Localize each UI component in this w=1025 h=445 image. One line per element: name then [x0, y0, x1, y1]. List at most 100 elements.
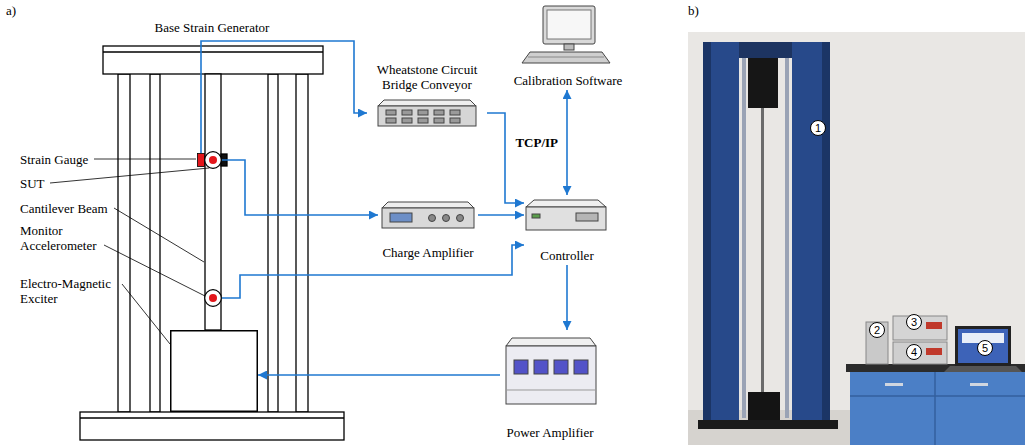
photo-base — [698, 420, 838, 429]
panel-label: b) — [688, 3, 699, 18]
photo-exciter — [748, 392, 780, 420]
photo-laptop-base — [944, 366, 1022, 372]
leader-line — [104, 245, 205, 296]
photo-rod — [785, 58, 789, 418]
node-label: Monitor Accelerometer — [20, 223, 108, 253]
photo-cabinet — [850, 372, 1025, 445]
photo-column — [703, 42, 739, 424]
signal-connector — [487, 113, 524, 203]
test-rig-photo — [688, 32, 1025, 445]
sensor-ring — [205, 152, 222, 169]
connector-label-box: TCP/IP — [513, 135, 560, 150]
calibration-software: Calibration Software — [508, 4, 628, 90]
power-amp-button — [574, 360, 588, 374]
charge-amplifier: Charge Amplifier — [378, 196, 478, 262]
conveyor-port — [450, 110, 460, 115]
photo-column — [792, 42, 830, 424]
leader-line — [94, 159, 196, 160]
conveyor-port — [402, 110, 412, 115]
node-label: Electro-Magnetic Exciter — [20, 276, 126, 306]
controller-front — [526, 207, 606, 230]
node-label: Strain Gauge — [20, 152, 104, 167]
callout-number-box: 2 — [869, 322, 885, 338]
photo-handle — [970, 383, 988, 386]
connectors — [201, 41, 567, 375]
photo-column-shade — [822, 42, 830, 424]
part-label: Cantilever Beam — [20, 201, 108, 216]
exciter-box: Electro-Magnetic Exciter — [170, 330, 258, 412]
photo-column-shade — [703, 42, 711, 424]
frame-column — [150, 74, 160, 412]
node-label: Charge Amplifier — [382, 245, 473, 260]
signal-connector — [222, 245, 524, 298]
controller-port — [576, 213, 598, 221]
top-plate — [103, 46, 323, 74]
conveyor-front — [378, 106, 476, 126]
leader-line — [122, 284, 170, 344]
power-amp-button — [554, 360, 568, 374]
panel-label-box: b) — [688, 3, 699, 18]
power-amp-button — [514, 360, 528, 374]
sensor-core — [209, 294, 217, 302]
conveyor-port — [386, 110, 396, 115]
conveyor-top — [378, 100, 476, 106]
callout-number: 5 — [977, 340, 993, 356]
monitor-screen — [547, 10, 591, 39]
leader-line — [114, 208, 204, 262]
power-amp-edge — [506, 390, 596, 391]
charge-amp-knob — [429, 215, 436, 222]
box-shape — [170, 330, 258, 412]
callout-number: 3 — [906, 314, 922, 330]
photo-handle — [885, 383, 903, 386]
signal-connector — [201, 41, 367, 153]
base-plate-edge — [80, 417, 344, 418]
circle-shape — [204, 151, 222, 169]
signal-connector — [478, 214, 524, 216]
node-label: Calibration Software — [514, 73, 623, 88]
power-amp-front — [506, 346, 596, 404]
charge-amp-display — [390, 213, 412, 222]
signal-connector — [566, 265, 568, 330]
signal-connector — [258, 374, 500, 376]
bridge-conveyor: Wheatstone Circuit Bridge Conveyor — [367, 60, 487, 132]
frame-column — [118, 74, 130, 412]
node-label: Base Strain Generator — [155, 20, 270, 35]
photo-laptop-lid — [955, 326, 1011, 366]
conveyor-port — [418, 118, 428, 123]
photo-device — [893, 342, 947, 364]
callout-number: 4 — [906, 344, 922, 360]
charge-amp-top — [382, 202, 474, 208]
leader-line — [50, 168, 209, 183]
controller: Controller — [524, 195, 610, 265]
strain-gauge: Strain Gauge — [197, 153, 205, 167]
callout-number: 1 — [810, 120, 826, 136]
part-label-box: Cantilever Beam — [20, 201, 108, 216]
photo-display — [926, 322, 942, 329]
conveyor-port — [434, 118, 444, 123]
photo-display — [926, 348, 942, 355]
panel-label-box: a) — [6, 3, 16, 18]
base-plate — [80, 412, 344, 440]
power-amplifier: Power Amplifier — [500, 330, 600, 442]
callout-number: 2 — [869, 322, 885, 338]
gauge-shape — [197, 153, 205, 167]
cantilever-beam — [205, 74, 221, 330]
conveyor-port — [434, 110, 444, 115]
gauge-body — [198, 154, 205, 167]
photo-clamp — [748, 58, 778, 108]
top-plate-edge — [103, 51, 323, 52]
sensor-core — [209, 156, 217, 164]
callout-number-box: 5 — [977, 340, 993, 356]
photo-rod — [742, 58, 746, 418]
callout-number-box: 3 — [906, 314, 922, 330]
node-label: Controller — [540, 248, 593, 263]
monitor-accelerometer: Monitor Accelerometer — [204, 289, 222, 307]
charge-amp-front — [382, 208, 474, 228]
callout-number-box: 4 — [906, 344, 922, 360]
strain-generator-frame: Base Strain GeneratorStrain GaugeSUTMoni… — [78, 18, 346, 442]
charge-amp-knob — [443, 215, 450, 222]
frame-column — [296, 74, 308, 412]
photo-beam — [761, 108, 764, 394]
photo-wall — [688, 32, 1025, 445]
